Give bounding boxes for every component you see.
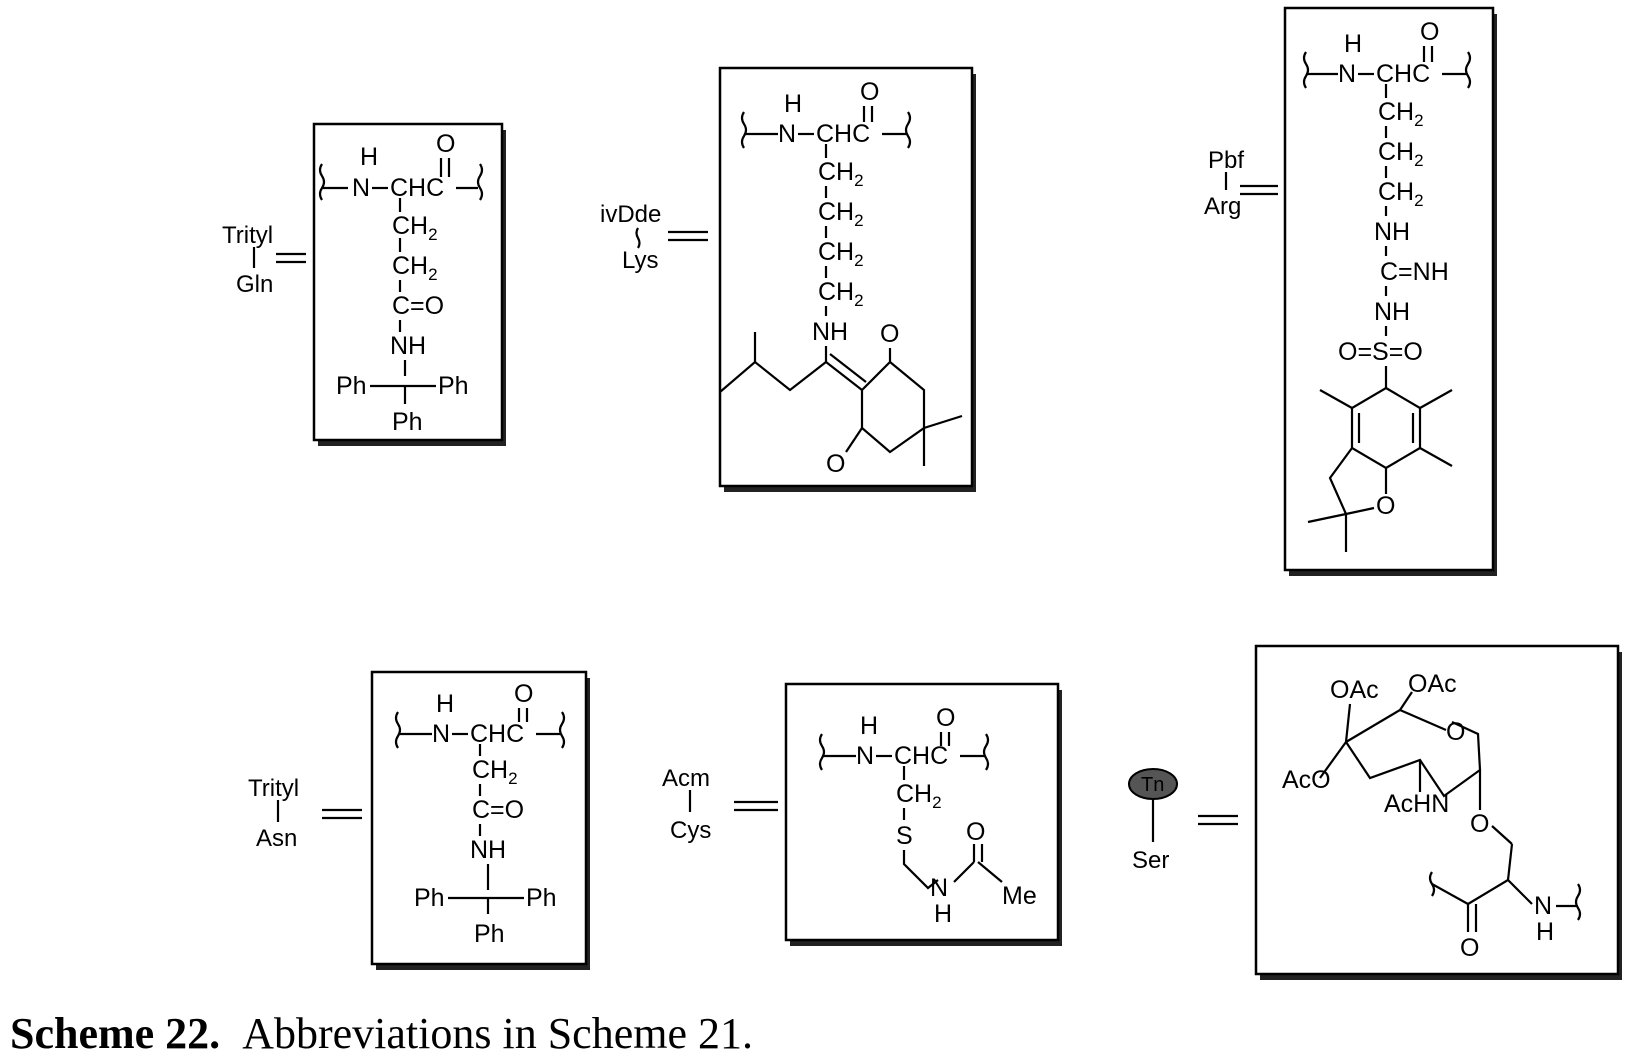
asn-structure-box: H N CHC O CH2 C=O NH Ph Ph Ph: [372, 672, 590, 970]
svg-text:H: H: [860, 712, 878, 740]
svg-text:Ph: Ph: [474, 920, 505, 948]
svg-text:OAc: OAc: [1408, 670, 1457, 698]
asn-abbreviation: Trityl Asn: [248, 775, 362, 852]
svg-text:AcO: AcO: [1282, 766, 1331, 794]
cys-protect-label: Acm: [662, 765, 710, 792]
svg-text:Ph: Ph: [526, 884, 557, 912]
svg-text:N: N: [1338, 60, 1356, 88]
svg-text:N: N: [1534, 892, 1552, 920]
arg-abbreviation: Pbf Arg: [1204, 147, 1278, 220]
svg-text:O: O: [880, 320, 899, 348]
svg-text:Me: Me: [1002, 882, 1037, 910]
ser-residue-label: Ser: [1132, 847, 1169, 874]
svg-text:O=S=O: O=S=O: [1338, 338, 1423, 366]
arg-structure-box: H N CHC O CH2 CH2 CH2 NH C=NH NH O=S=O O: [1285, 8, 1497, 576]
gln-protect-label: Trityl: [222, 222, 273, 249]
svg-text:O: O: [1460, 934, 1479, 962]
svg-text:Ph: Ph: [438, 372, 469, 400]
asn-residue-label: Asn: [256, 825, 297, 852]
svg-text:N: N: [778, 120, 796, 148]
ser-protect-label: Tn: [1141, 774, 1164, 796]
gln-structure-box: H N CHC O CH2 CH2 C=O NH Ph Ph Ph: [314, 124, 506, 446]
svg-text:NH: NH: [470, 836, 506, 864]
svg-text:CHC: CHC: [390, 174, 444, 202]
cys-residue-label: Cys: [670, 817, 711, 844]
arg-protect-label: Pbf: [1208, 147, 1244, 174]
svg-text:O: O: [966, 818, 985, 846]
svg-text:C=NH: C=NH: [1380, 258, 1449, 286]
lys-residue-label: Lys: [622, 247, 658, 274]
svg-text:NH: NH: [1374, 218, 1410, 246]
svg-text:CHC: CHC: [816, 120, 870, 148]
svg-text:H: H: [784, 90, 802, 118]
svg-text:N: N: [352, 174, 370, 202]
caption-text: Abbreviations in Scheme 21.: [242, 1009, 753, 1058]
svg-text:H: H: [934, 900, 952, 928]
cys-abbreviation: Acm Cys: [662, 765, 778, 844]
svg-text:H: H: [360, 143, 378, 171]
gln-residue-label: Gln: [236, 271, 273, 298]
svg-text:S: S: [896, 822, 913, 850]
svg-text:NH: NH: [1374, 298, 1410, 326]
svg-text:O: O: [514, 680, 533, 708]
svg-text:C=O: C=O: [472, 796, 524, 824]
svg-text:H: H: [1536, 918, 1554, 946]
svg-text:CHC: CHC: [894, 742, 948, 770]
lys-structure-box: H N CHC O CH2 CH2 CH2 CH2 NH O O: [720, 68, 976, 492]
svg-text:H: H: [436, 690, 454, 718]
asn-protect-label: Trityl: [248, 775, 299, 802]
cys-structure-box: H N CHC O CH2 S N H O Me: [786, 684, 1062, 946]
svg-text:O: O: [1420, 18, 1439, 46]
svg-text:C=O: C=O: [392, 292, 444, 320]
svg-text:N: N: [856, 742, 874, 770]
svg-text:O: O: [860, 78, 879, 106]
caption-number: Scheme 22.: [10, 1009, 220, 1058]
svg-text:Ph: Ph: [392, 408, 423, 436]
lys-protect-label: ivDde: [600, 201, 661, 228]
svg-text:O: O: [436, 130, 455, 158]
svg-text:O: O: [936, 704, 955, 732]
gln-abbreviation: Trityl Gln: [222, 222, 306, 298]
lys-abbreviation: ivDde Lys: [600, 201, 708, 274]
svg-text:N: N: [432, 720, 450, 748]
arg-residue-label: Arg: [1204, 193, 1241, 220]
svg-text:OAc: OAc: [1330, 676, 1379, 704]
svg-text:NH: NH: [390, 332, 426, 360]
scheme-caption: Scheme 22. Abbreviations in Scheme 21.: [10, 1008, 753, 1059]
ser-structure-box: OAc OAc AcO AcHN O O O N H: [1256, 646, 1622, 980]
svg-text:NH: NH: [812, 318, 848, 346]
svg-text:O: O: [826, 450, 845, 478]
svg-text:O: O: [1376, 492, 1395, 520]
ser-abbreviation: Tn Ser: [1129, 769, 1238, 874]
svg-text:AcHN: AcHN: [1384, 790, 1449, 818]
svg-text:H: H: [1344, 30, 1362, 58]
svg-text:N: N: [930, 874, 948, 902]
svg-text:Ph: Ph: [414, 884, 445, 912]
svg-text:O: O: [1470, 810, 1489, 838]
svg-text:CHC: CHC: [1376, 60, 1430, 88]
svg-text:CHC: CHC: [470, 720, 524, 748]
svg-text:O: O: [1446, 718, 1465, 746]
svg-text:Ph: Ph: [336, 372, 367, 400]
